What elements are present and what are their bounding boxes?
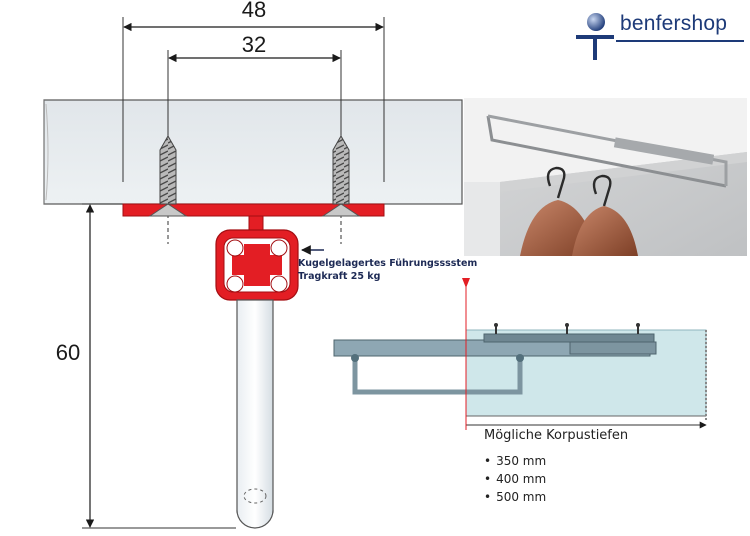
product-photo [464, 98, 747, 256]
list-item: 400 mm [484, 470, 724, 488]
hanger-icon [572, 174, 638, 256]
depth-title: Mögliche Korpustiefen [484, 428, 629, 443]
bearing-callout: Kugelgelagertes Führungsssstem Tragkraft… [298, 245, 477, 282]
brand-logo: benfershop [576, 10, 744, 60]
inner-width-label: 32 [242, 32, 266, 57]
callout-line2: Tragkraft 25 kg [298, 271, 380, 282]
logo-text: benfershop [620, 12, 728, 35]
depth-list: 350 mm 400 mm 500 mm [484, 452, 724, 506]
logo-sphere-icon [576, 13, 614, 60]
list-item: 500 mm [484, 488, 724, 506]
side-view-drawing [333, 278, 707, 430]
logo-underline [616, 40, 744, 42]
dimension-60: 60 [56, 203, 236, 529]
screw-icon [321, 134, 361, 217]
depth-options: Mögliche Korpustiefen 350 mm 400 mm 500 … [484, 428, 724, 506]
list-item: 350 mm [484, 452, 724, 470]
ball-bearing-icon [270, 239, 288, 257]
ball-bearing-icon [226, 239, 244, 257]
dimension-48: 48 [122, 0, 385, 182]
ball-bearing-guide [215, 229, 299, 301]
height-label: 60 [56, 340, 80, 365]
outer-width-label: 48 [242, 0, 266, 22]
ball-bearing-icon [226, 275, 244, 293]
screw-icon [148, 134, 188, 217]
hanging-tube [236, 299, 274, 529]
ball-bearing-icon [270, 275, 288, 293]
callout-line1: Kugelgelagertes Führungsssstem [298, 258, 477, 269]
dimension-32: 32 [167, 32, 342, 148]
shelf-board [43, 99, 463, 205]
